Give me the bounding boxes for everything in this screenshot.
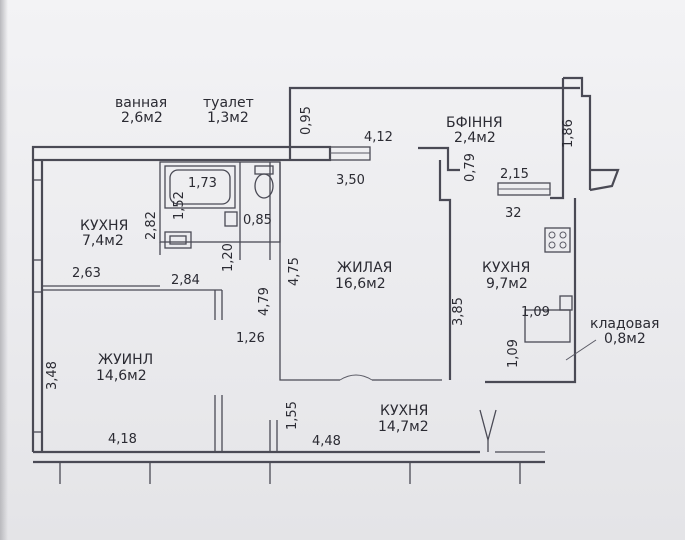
washbasin xyxy=(164,231,192,249)
dim-109-horizontal: 1,09 xyxy=(521,305,550,320)
bedroom-name: ЖУИНЛ xyxy=(98,352,153,368)
heater xyxy=(224,211,238,227)
dim-348: 3,48 xyxy=(45,361,60,390)
dimension-labels: 0,95 4,12 1,86 0,79 2,15 3,50 32 1,73 1,… xyxy=(45,106,576,449)
bedroom-area: 14,6м2 xyxy=(96,368,147,384)
balcony-area: 2,4м2 xyxy=(454,130,496,146)
pantry-area: 0,8м2 xyxy=(604,331,646,347)
dim-412: 4,12 xyxy=(364,130,393,145)
balcony-name: БФІННЯ xyxy=(446,115,503,131)
dim-385: 3,85 xyxy=(451,297,466,326)
paper-edge-shadow xyxy=(0,0,8,540)
bathroom-name: ванная xyxy=(115,95,167,111)
interior-walls xyxy=(42,161,573,452)
dim-109-vertical: 1,09 xyxy=(506,339,521,368)
kitchen-name: КУХНЯ xyxy=(482,260,530,276)
stove xyxy=(544,227,571,253)
dim-079: 0,79 xyxy=(463,153,478,182)
dim-418: 4,18 xyxy=(108,432,137,447)
dim-282: 2,82 xyxy=(144,211,159,240)
bathtub xyxy=(164,165,236,209)
dim-215: 2,15 xyxy=(500,167,529,182)
right-wall xyxy=(485,198,577,384)
top-wall xyxy=(31,145,332,162)
dim-152: 1,52 xyxy=(172,191,187,220)
left-window-1 xyxy=(32,179,43,261)
dim-126: 1,26 xyxy=(236,331,265,346)
pantry-name: кладовая xyxy=(590,316,659,332)
dim-263: 2,63 xyxy=(72,266,101,281)
pantry-box xyxy=(524,309,571,343)
toilet-area: 1,3м2 xyxy=(207,110,249,126)
hall-name: КУХНЯ xyxy=(380,403,428,419)
balcony-outline xyxy=(288,86,580,160)
dim-284: 2,84 xyxy=(171,273,200,288)
dim-085: 0,85 xyxy=(243,213,272,228)
left-window-2 xyxy=(32,291,43,433)
living-room-name: ЖИЛАЯ xyxy=(337,260,392,276)
dim-095: 0,95 xyxy=(299,106,314,135)
bathroom-area: 2,6м2 xyxy=(121,110,163,126)
living-room-area: 16,6м2 xyxy=(335,276,386,292)
dim-448: 4,48 xyxy=(312,434,341,449)
room-labels: ванная 2,6м2 туалет 1,3м2 БФІННЯ 2,4м2 К… xyxy=(80,95,659,435)
small-room-area: 7,4м2 xyxy=(82,233,124,249)
toilet-name: туалет xyxy=(203,95,254,111)
small-room-name: КУХНЯ xyxy=(80,218,128,234)
dim-186: 1,86 xyxy=(561,119,576,148)
dim-173: 1,73 xyxy=(188,176,217,191)
dim-155: 1,55 xyxy=(285,401,300,430)
hall-area: 14,7м2 xyxy=(378,419,429,435)
dim-350: 3,50 xyxy=(336,173,365,188)
dim-475: 4,75 xyxy=(287,257,302,286)
kitchen-area: 9,7м2 xyxy=(486,276,528,292)
outer-walls xyxy=(31,76,620,484)
right-column xyxy=(563,76,592,190)
dim-120: 1,20 xyxy=(221,243,236,272)
dim-32: 32 xyxy=(505,206,522,221)
dim-479: 4,79 xyxy=(257,287,272,316)
